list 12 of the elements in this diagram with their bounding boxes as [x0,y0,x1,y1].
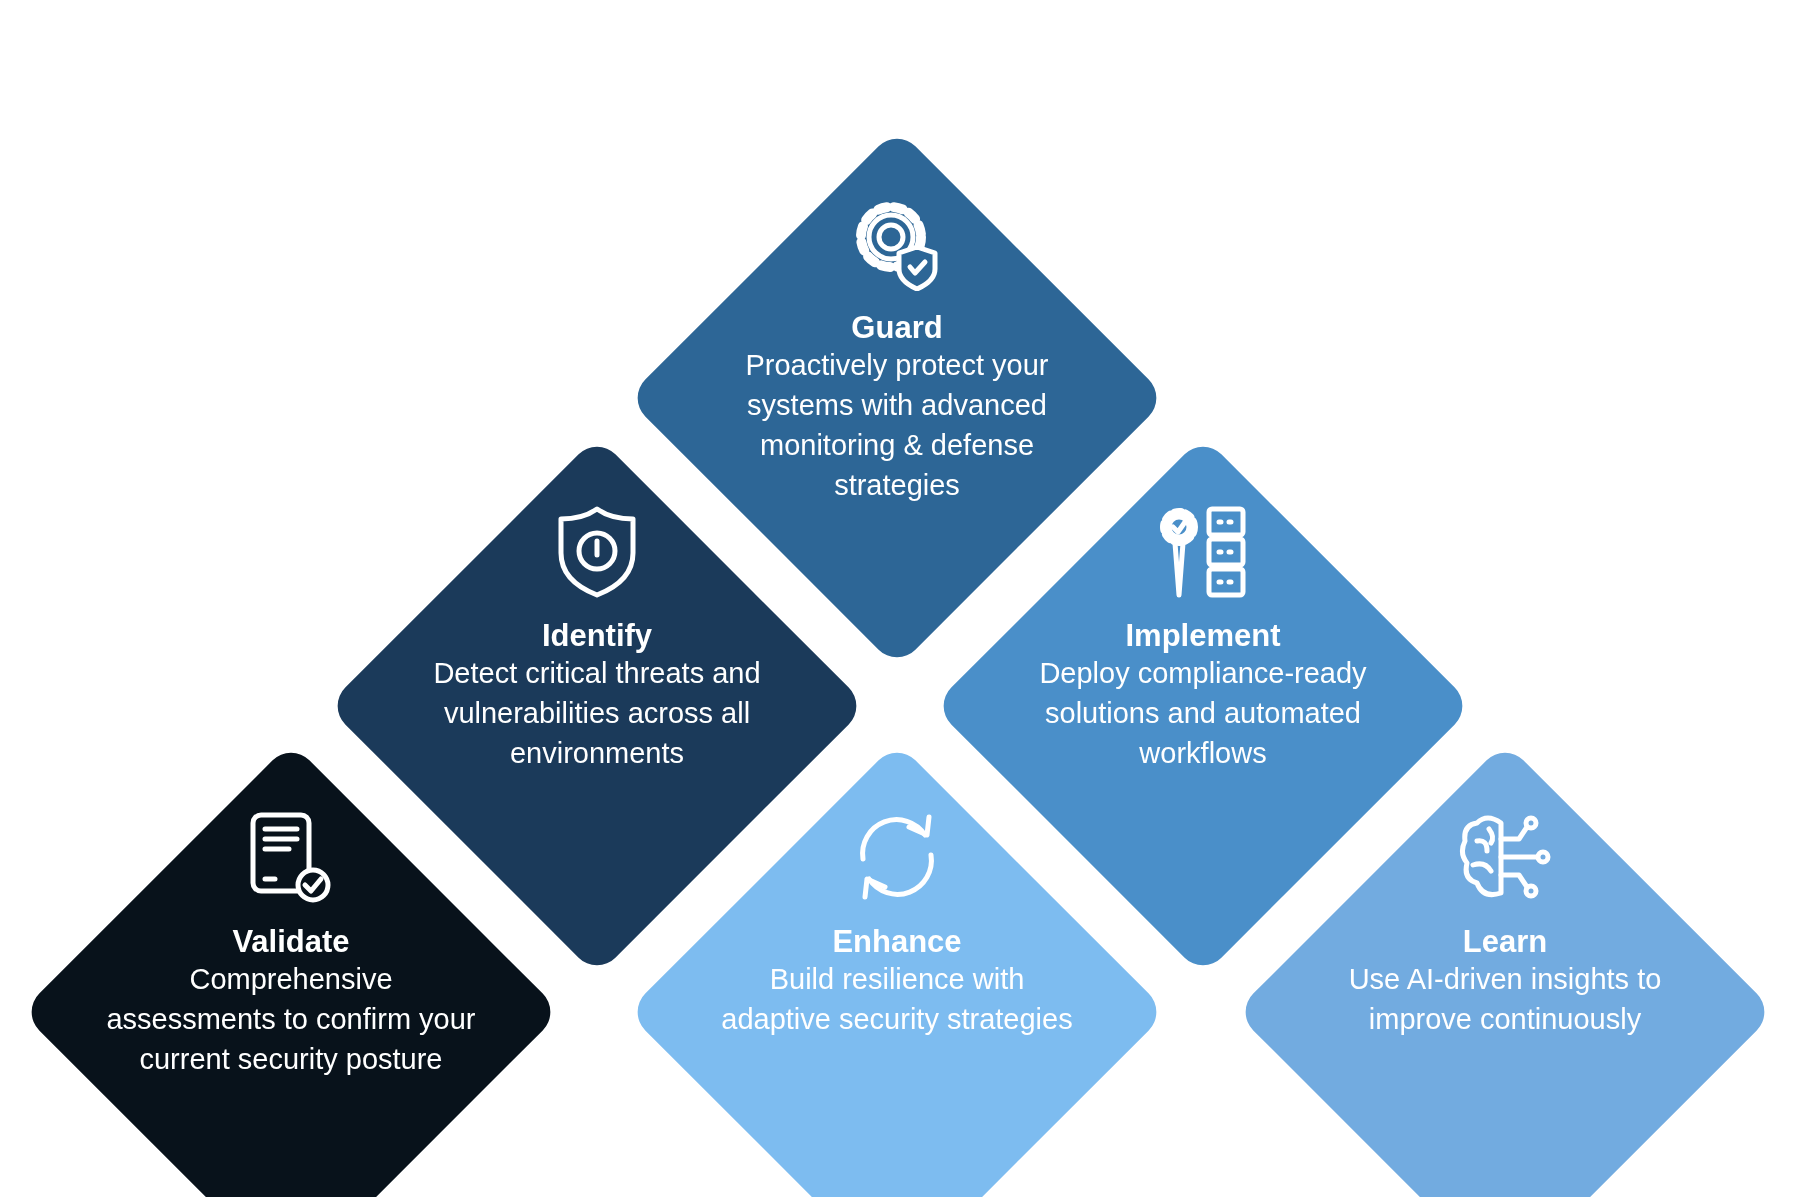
step-description: Use AI-driven insights to improve continuously [1347,962,1663,1037]
step-title: Guard [850,309,944,347]
step-title: Enhance [831,923,963,961]
step-description: Build resilience with adaptive security strategies [720,962,1074,1037]
step-title: Identify [540,617,654,655]
step-description: Proactively protect your systems with advanced monitoring & defense strategies [744,348,1050,503]
step-title: Validate [231,923,351,961]
step-description: Comprehensive assessments to confirm your current security posture [106,962,476,1077]
step-description: Detect critical threats and vulnerabilities across all environments [432,656,762,771]
step-description: Deploy compliance-ready solutions and automated workflows [1038,656,1368,771]
step-title: Implement [1124,617,1282,655]
step-title: Learn [1461,923,1549,961]
